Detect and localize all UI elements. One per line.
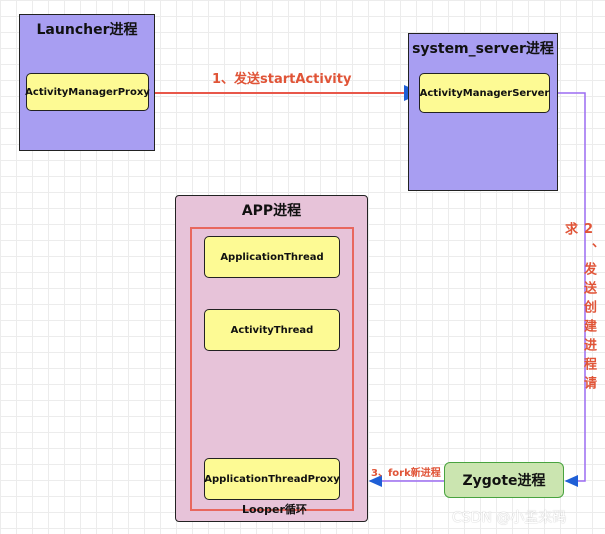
- looper-frame: [190, 227, 354, 511]
- launcher-process-title: Launcher进程: [36, 22, 138, 38]
- application-thread-box: ApplicationThread: [204, 236, 340, 278]
- system-server-process-title: system_server进程: [412, 41, 554, 57]
- label-fork: 3、fork新进程: [371, 468, 441, 479]
- label-start-activity: 1、发送startActivity: [212, 72, 352, 87]
- watermark: CSDN @小孟来码: [452, 510, 567, 526]
- zygote-process-box: Zygote进程: [444, 462, 564, 498]
- application-thread-proxy-box: ApplicationThreadProxy: [204, 458, 340, 500]
- activity-thread-box: ActivityThread: [204, 309, 340, 351]
- app-process-title: APP进程: [241, 203, 302, 219]
- activity-manager-proxy-box: ActivityManagerProxy: [25, 73, 150, 111]
- label-create-request: 2、发送创建进程请求: [562, 222, 596, 395]
- activity-manager-server-box: ActivityManagerServer: [419, 73, 550, 113]
- looper-label: Looper循环: [242, 503, 307, 516]
- arrow-create-request: [550, 92, 586, 487]
